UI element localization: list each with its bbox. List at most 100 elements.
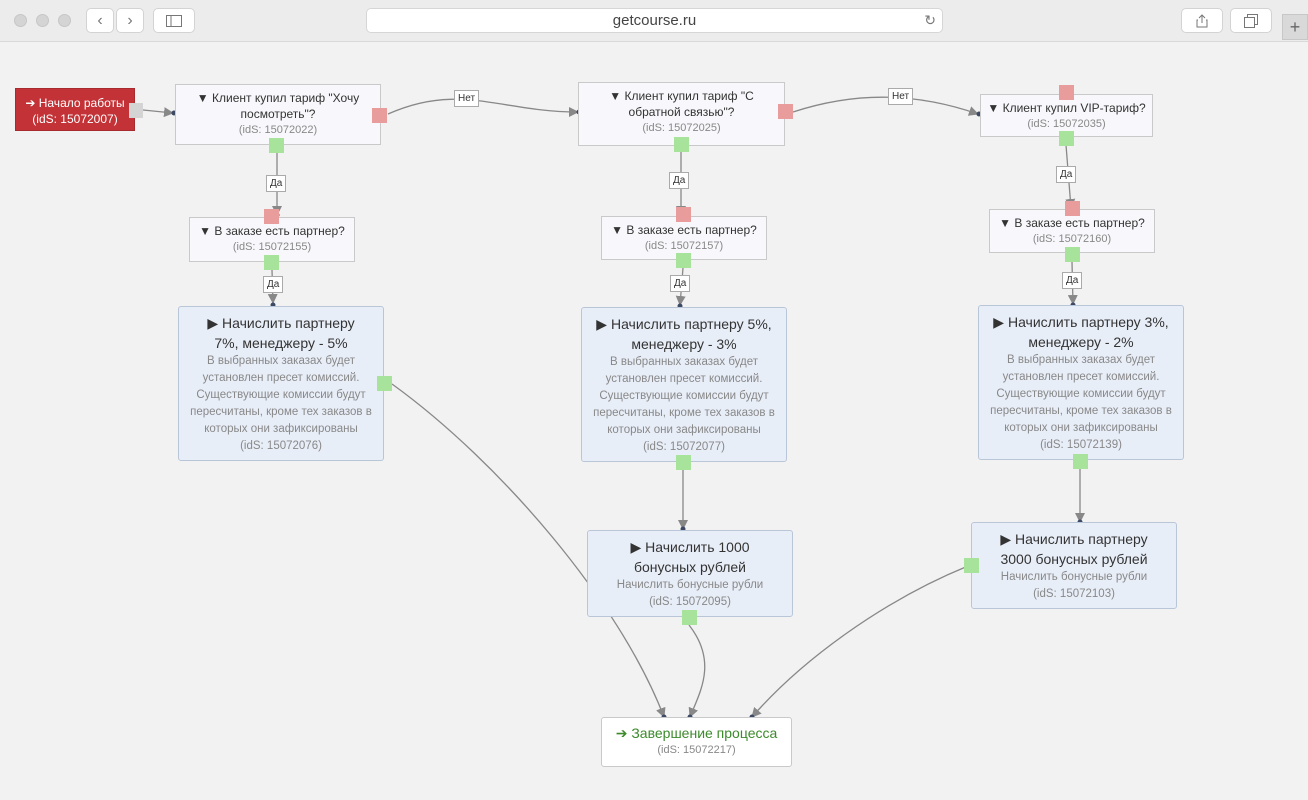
forward-button[interactable]: › [116, 8, 144, 33]
action-3-id: (idS: 15072139) [1040, 439, 1122, 451]
action-2-desc: В выбранных заказах будет установлен пре… [593, 356, 775, 436]
play-icon: ▶ [207, 315, 219, 331]
bonus-2-id: (idS: 15072103) [1033, 588, 1115, 600]
action-2-id: (idS: 15072077) [643, 441, 725, 453]
action-3-title: Начислить партнеру 3%, менеджеру - 2% [1007, 314, 1169, 350]
end-node-title: Завершение процесса [631, 725, 778, 741]
play-icon: ▶ [993, 314, 1005, 330]
reload-icon[interactable]: ↻ [924, 12, 936, 28]
condition-2-no-port[interactable] [778, 104, 793, 119]
bonus-node-1[interactable]: ▶ Начислить 1000 бонусных рублей Начисли… [587, 530, 793, 617]
condition-2-id: (idS: 15072025) [642, 122, 721, 134]
condition-1-yes-port[interactable] [269, 138, 284, 153]
exit-icon: ➔ [615, 725, 628, 741]
action-3-out-port[interactable] [1073, 454, 1088, 469]
action-3-desc: В выбранных заказах будет установлен пре… [990, 354, 1172, 434]
chevron-right-icon: › [127, 11, 133, 29]
partner-1-id: (idS: 15072155) [232, 241, 312, 253]
edge-label-yes-6: Да [1062, 272, 1083, 289]
play-icon: ▶ [596, 316, 608, 332]
action-2-title: Начислить партнеру 5%, менеджеру - 3% [610, 316, 772, 352]
back-button[interactable]: ‹ [86, 8, 114, 33]
filter-icon: ▼ [987, 101, 1000, 115]
edge-label-yes-1: Да [266, 175, 287, 192]
partner-1-no-port[interactable] [264, 209, 279, 224]
sidebar-button[interactable] [153, 8, 195, 33]
condition-node-3[interactable]: ▼ Клиент купил VIP-тариф? (idS: 15072035… [980, 94, 1153, 137]
edge-label-yes-5: Да [670, 275, 691, 292]
flow-canvas[interactable]: ➔ Начало работы (idS: 15072007) ▼ Клиент… [0, 42, 1308, 800]
action-node-1[interactable]: ▶ Начислить партнеру 7%, менеджеру - 5% … [178, 306, 384, 461]
bonus-1-id: (idS: 15072095) [649, 596, 731, 608]
partner-1-title: В заказе есть партнер? [214, 224, 345, 238]
edge-label-yes-4: Да [263, 276, 284, 293]
plus-icon: + [1289, 16, 1301, 37]
bonus-1-desc: Начислить бонусные рубли [616, 579, 764, 591]
partner-3-title: В заказе есть партнер? [1014, 216, 1145, 230]
action-node-2[interactable]: ▶ Начислить партнеру 5%, менеджеру - 3% … [581, 307, 787, 462]
action-1-id: (idS: 15072076) [240, 440, 322, 452]
partner-2-no-port[interactable] [676, 207, 691, 222]
filter-icon: ▼ [609, 89, 622, 103]
condition-node-1[interactable]: ▼ Клиент купил тариф "Хочу посмотреть"? … [175, 84, 381, 145]
filter-icon: ▼ [999, 216, 1012, 230]
share-icon [1196, 13, 1208, 27]
edge-label-no-2: Нет [888, 88, 914, 105]
partner-2-id: (idS: 15072157) [644, 240, 724, 252]
partner-2-title: В заказе есть партнер? [626, 223, 757, 237]
bonus-2-desc: Начислить бонусные рубли [1000, 571, 1148, 583]
condition-3-yes-port[interactable] [1059, 131, 1074, 146]
condition-1-id: (idS: 15072022) [238, 124, 318, 136]
play-icon: ▶ [1000, 531, 1012, 547]
minimize-window-button[interactable] [36, 14, 49, 27]
close-window-button[interactable] [14, 14, 27, 27]
filter-icon: ▼ [611, 223, 624, 237]
condition-node-2[interactable]: ▼ Клиент купил тариф "С обратной связью"… [578, 82, 785, 146]
partner-3-id: (idS: 15072160) [1032, 233, 1112, 245]
new-tab-button[interactable]: + [1282, 14, 1308, 40]
action-1-out-port[interactable] [377, 376, 392, 391]
filter-icon: ▼ [196, 91, 209, 105]
edge-label-yes-2: Да [669, 172, 690, 189]
chevron-left-icon: ‹ [97, 11, 103, 29]
condition-3-title: Клиент купил VIP-тариф? [1002, 101, 1146, 115]
action-1-desc: В выбранных заказах будет установлен пре… [190, 355, 372, 435]
condition-3-no-port[interactable] [1059, 85, 1074, 100]
start-node-title: ➔ Начало работы [25, 96, 125, 110]
url-text: getcourse.ru [612, 12, 697, 29]
action-1-title: Начислить партнеру 7%, менеджеру - 5% [214, 315, 355, 351]
partner-condition-node-1[interactable]: ▼ В заказе есть партнер? (idS: 15072155) [189, 217, 355, 262]
start-node-id: (idS: 15072007) [32, 112, 118, 126]
address-bar[interactable]: getcourse.ru ↻ [366, 8, 943, 33]
bonus-1-title: Начислить 1000 бонусных рублей [633, 539, 750, 575]
end-node[interactable]: ➔ Завершение процесса (idS: 15072217) [601, 717, 792, 767]
action-2-out-port[interactable] [676, 455, 691, 470]
action-node-3[interactable]: ▶ Начислить партнеру 3%, менеджеру - 2% … [978, 305, 1184, 460]
zoom-window-button[interactable] [58, 14, 71, 27]
condition-3-id: (idS: 15072035) [1027, 118, 1106, 130]
partner-2-yes-port[interactable] [676, 253, 691, 268]
start-output-port[interactable] [129, 103, 143, 118]
bonus-node-2[interactable]: ▶ Начислить партнеру 3000 бонусных рубле… [971, 522, 1177, 609]
bonus-2-out-port[interactable] [964, 558, 979, 573]
partner-condition-node-2[interactable]: ▼ В заказе есть партнер? (idS: 15072157) [601, 216, 767, 260]
share-button[interactable] [1181, 8, 1223, 33]
edge-label-yes-3: Да [1056, 166, 1077, 183]
end-node-id: (idS: 15072217) [657, 744, 736, 756]
condition-1-title: Клиент купил тариф "Хочу посмотреть"? [212, 91, 360, 121]
start-node[interactable]: ➔ Начало работы (idS: 15072007) [15, 88, 135, 131]
partner-3-yes-port[interactable] [1065, 247, 1080, 262]
condition-2-title: Клиент купил тариф "С обратной связью"? [624, 89, 754, 119]
bonus-2-title: Начислить партнеру 3000 бонусных рублей [1000, 531, 1148, 567]
partner-1-yes-port[interactable] [264, 255, 279, 270]
tabs-button[interactable] [1230, 8, 1272, 33]
browser-toolbar: ‹ › getcourse.ru ↻ + [0, 0, 1308, 42]
tabs-icon [1244, 13, 1258, 28]
bonus-1-out-port[interactable] [682, 610, 697, 625]
condition-2-yes-port[interactable] [674, 137, 689, 152]
sidebar-icon [166, 14, 182, 27]
condition-1-no-port[interactable] [372, 108, 387, 123]
partner-3-no-port[interactable] [1065, 201, 1080, 216]
edge-label-no-1: Нет [454, 90, 480, 107]
filter-icon: ▼ [199, 224, 212, 238]
